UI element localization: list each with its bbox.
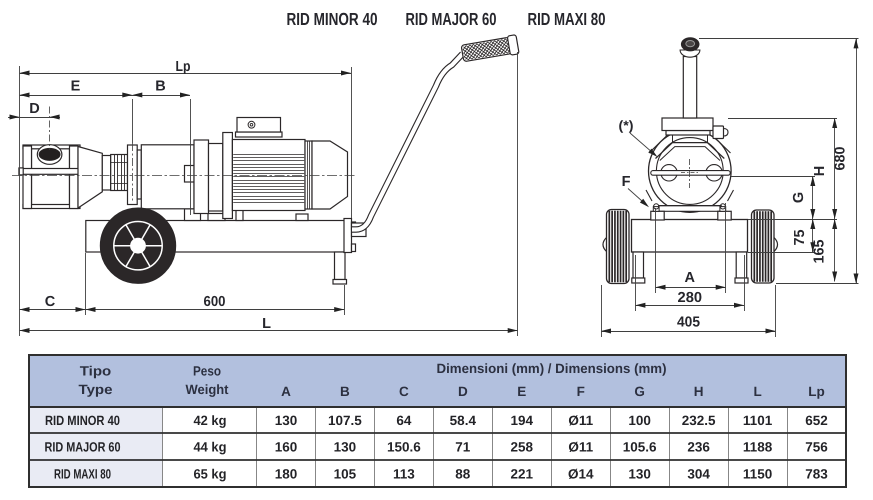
- svg-text:RID MAXI 80: RID MAXI 80: [528, 9, 606, 29]
- svg-text:44 kg: 44 kg: [194, 439, 227, 454]
- svg-text:A: A: [685, 270, 696, 286]
- svg-text:Dimensioni (mm) / Dimensions (: Dimensioni (mm) / Dimensions (mm): [437, 361, 667, 376]
- svg-text:Ø11: Ø11: [568, 413, 593, 428]
- svg-text:71: 71: [455, 439, 471, 454]
- svg-text:165: 165: [812, 240, 828, 264]
- svg-text:100: 100: [628, 413, 651, 428]
- svg-text:B: B: [155, 79, 165, 95]
- svg-text:130: 130: [275, 413, 298, 428]
- svg-text:G: G: [634, 384, 645, 399]
- svg-text:280: 280: [678, 290, 703, 306]
- svg-text:RID MINOR 40: RID MINOR 40: [45, 413, 120, 428]
- svg-text:652: 652: [805, 413, 828, 428]
- svg-text:42 kg: 42 kg: [194, 413, 227, 428]
- svg-text:160: 160: [275, 439, 298, 454]
- svg-text:1101: 1101: [743, 413, 773, 428]
- svg-text:150.6: 150.6: [387, 439, 421, 454]
- svg-text:107.5: 107.5: [328, 413, 362, 428]
- svg-text:221: 221: [511, 466, 534, 481]
- svg-text:105.6: 105.6: [623, 439, 657, 454]
- svg-text:(*): (*): [619, 118, 634, 133]
- svg-text:236: 236: [687, 439, 710, 454]
- svg-text:L: L: [753, 384, 761, 399]
- svg-text:130: 130: [628, 466, 651, 481]
- svg-text:Weight: Weight: [186, 382, 229, 397]
- svg-text:258: 258: [511, 439, 534, 454]
- svg-text:H: H: [812, 166, 828, 176]
- svg-text:D: D: [29, 101, 39, 117]
- svg-text:B: B: [340, 384, 350, 399]
- svg-text:G: G: [791, 192, 807, 203]
- svg-text:F: F: [622, 174, 631, 190]
- svg-text:232.5: 232.5: [682, 413, 716, 428]
- svg-text:RID MAJOR 60: RID MAJOR 60: [45, 439, 121, 454]
- svg-text:405: 405: [677, 315, 700, 331]
- svg-text:65 kg: 65 kg: [194, 466, 227, 481]
- svg-text:1150: 1150: [743, 466, 772, 481]
- svg-text:180: 180: [275, 466, 298, 481]
- svg-text:Peso: Peso: [193, 364, 221, 379]
- svg-text:1188: 1188: [743, 439, 773, 454]
- svg-text:680: 680: [833, 147, 849, 171]
- svg-text:Tipo: Tipo: [80, 364, 112, 379]
- svg-text:58.4: 58.4: [450, 413, 477, 428]
- svg-text:130: 130: [334, 439, 357, 454]
- svg-text:304: 304: [687, 466, 710, 481]
- svg-text:RID MINOR 40: RID MINOR 40: [287, 9, 378, 29]
- svg-text:C: C: [399, 384, 409, 399]
- svg-text:783: 783: [805, 466, 828, 481]
- svg-text:113: 113: [393, 466, 415, 481]
- svg-text:E: E: [517, 384, 526, 399]
- svg-text:C: C: [45, 294, 56, 310]
- svg-text:756: 756: [805, 439, 828, 454]
- svg-text:Type: Type: [79, 382, 114, 397]
- svg-text:64: 64: [396, 413, 412, 428]
- svg-text:194: 194: [511, 413, 534, 428]
- svg-text:RID MAXI 80: RID MAXI 80: [54, 466, 111, 481]
- svg-text:RID MAJOR 60: RID MAJOR 60: [406, 9, 497, 29]
- svg-text:600: 600: [204, 294, 226, 310]
- svg-text:H: H: [694, 384, 704, 399]
- svg-text:Ø14: Ø14: [568, 466, 594, 481]
- svg-text:75: 75: [792, 230, 808, 246]
- svg-text:88: 88: [455, 466, 471, 481]
- svg-text:L: L: [262, 316, 271, 332]
- svg-text:E: E: [71, 79, 81, 95]
- svg-text:Lp: Lp: [808, 384, 825, 399]
- svg-text:D: D: [458, 384, 468, 399]
- svg-text:F: F: [577, 384, 585, 399]
- svg-text:Lp: Lp: [176, 59, 191, 75]
- svg-text:Ø11: Ø11: [568, 439, 593, 454]
- svg-text:A: A: [281, 384, 291, 399]
- svg-text:105: 105: [334, 466, 357, 481]
